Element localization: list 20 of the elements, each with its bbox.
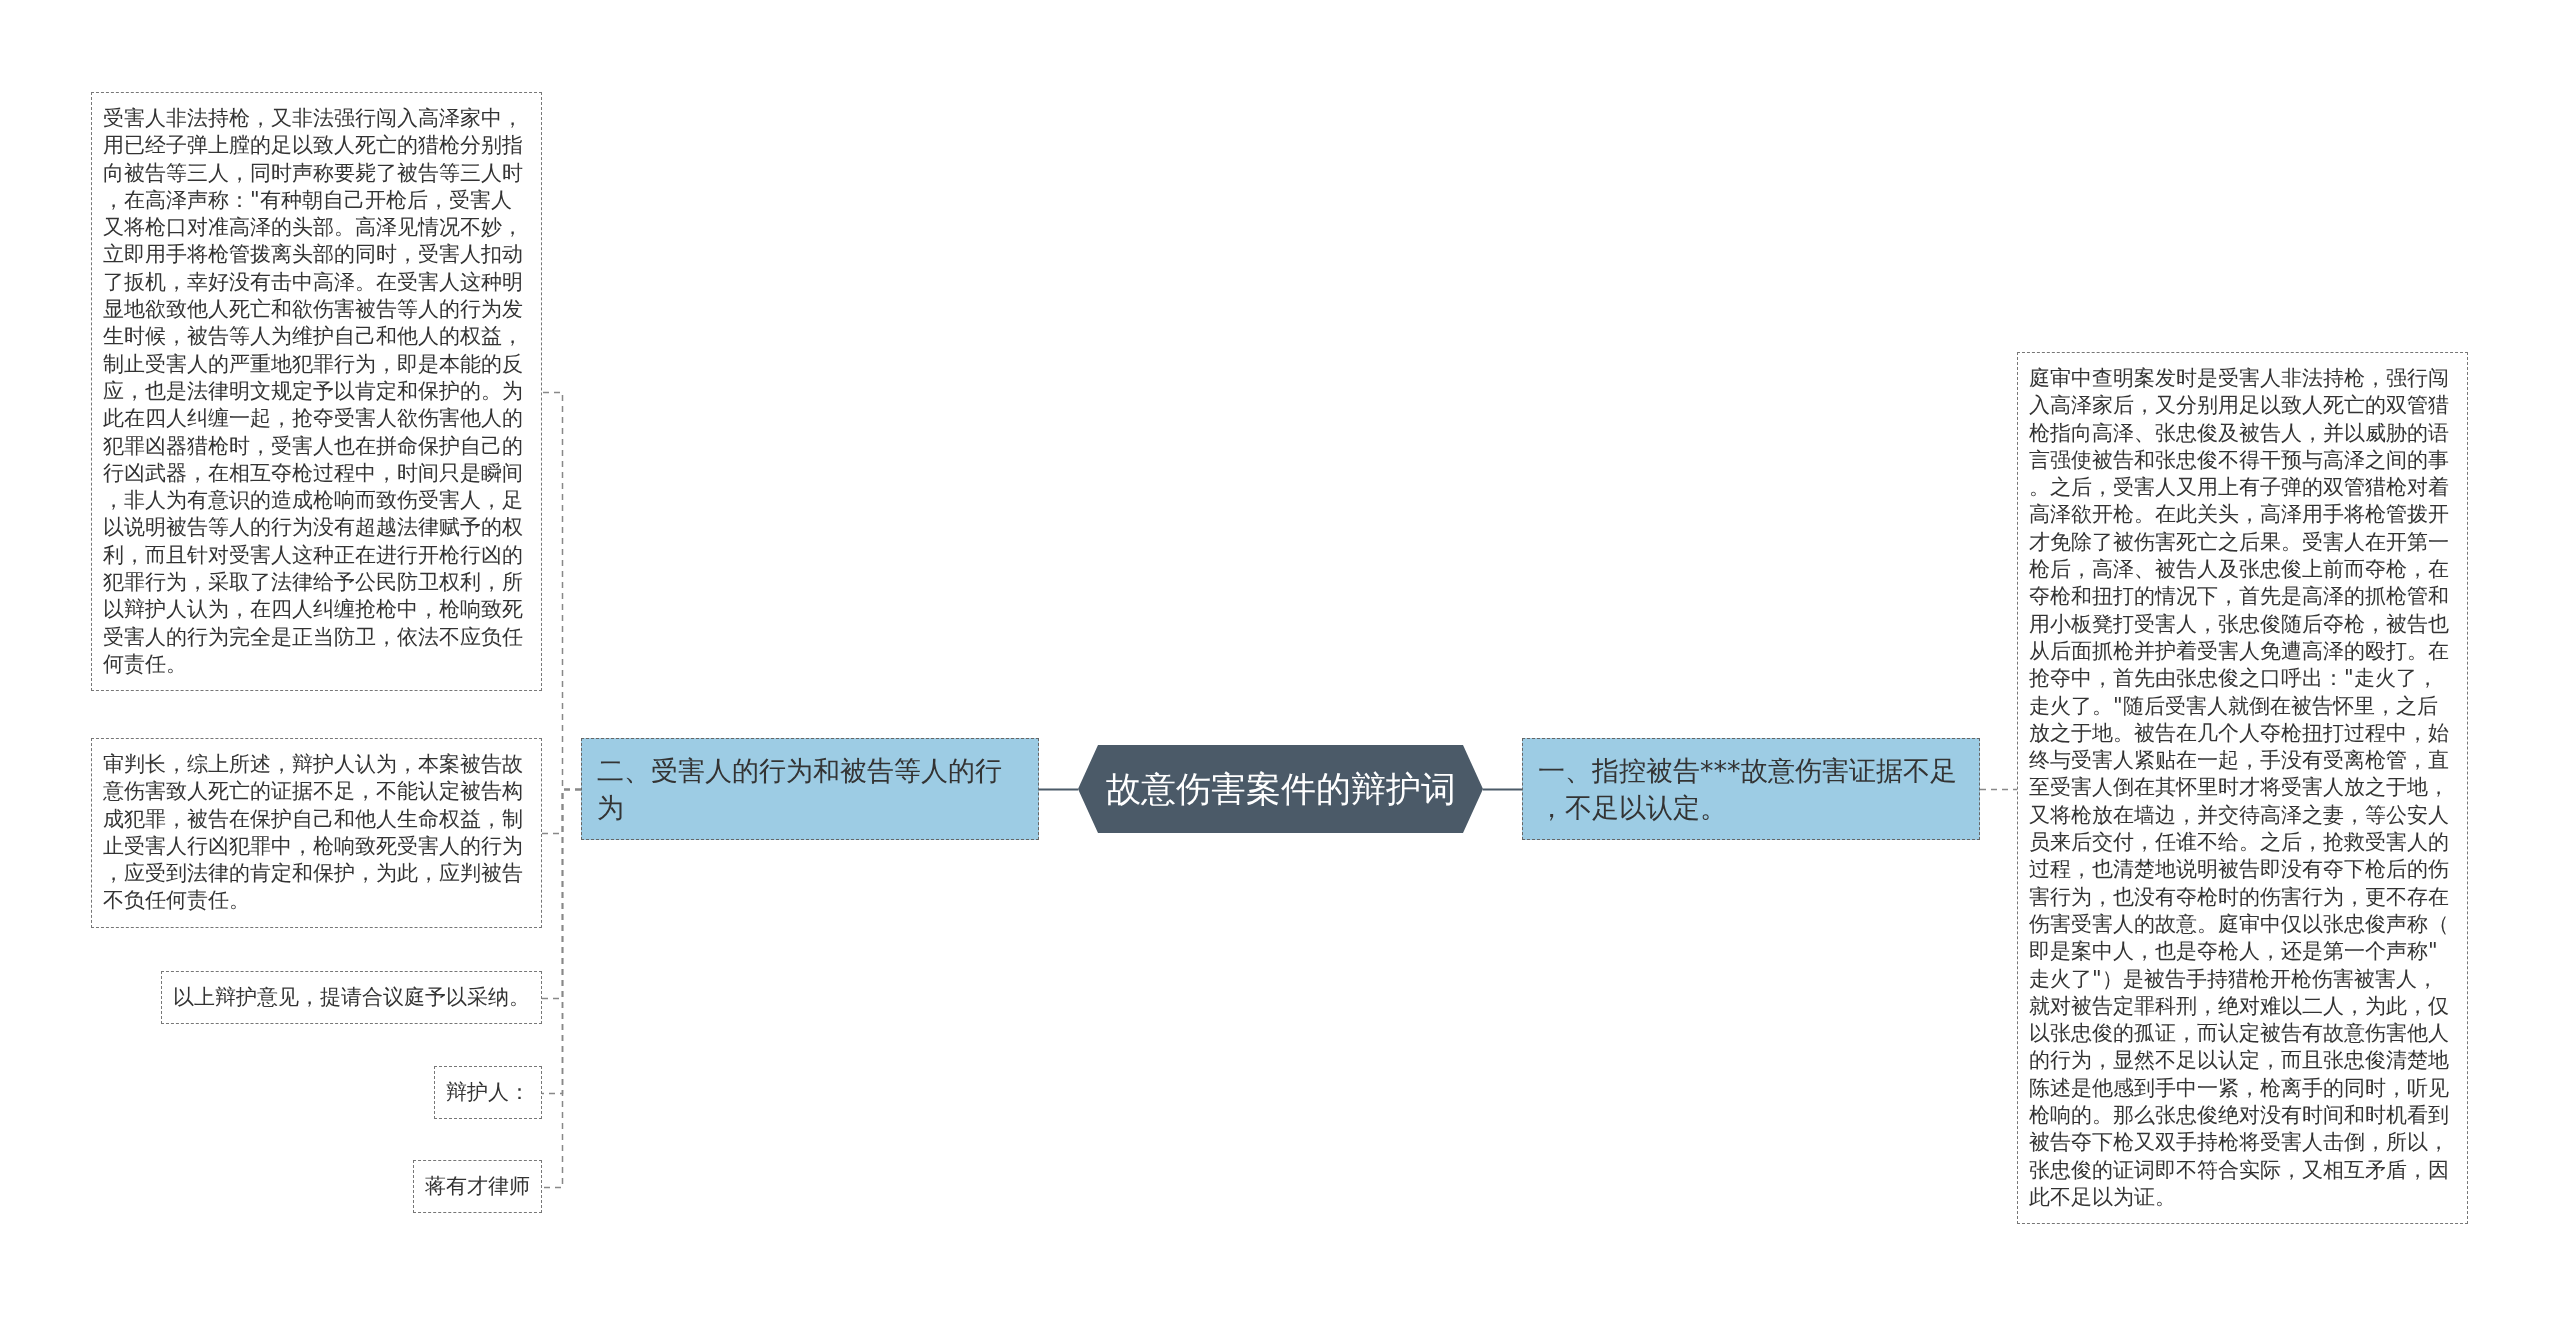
- connector-line: [541, 788, 582, 1189]
- topic-text: 一、指控被告***故意伤害证据不足，不足以认定。: [1538, 754, 1958, 825]
- connector-line: [1038, 788, 1079, 791]
- note-text: 受害人非法持枪，又非法强行闯入高泽家中，用已经子弹上膛的足以致人死亡的猎枪分别指向被告等三人，同时声称要毙了被告等三人时，在高泽声称："有种朝自己开枪后，受害人又将枪口对准高泽的头部。高泽见情况不妙，立即用手将枪管拨离头部的同时，受害人扣动了扳机，幸好没有击中高泽。在受害人这种明显地欲致他人死亡和欲伤害被告等人的行为发生时候，被告等人为维护自己和他人的权益，制止受害人的严重地犯罪行为，即是本能的反应，也是法律明文规定予以肯定和保护的。为此在四人纠缠一起，抢夺受害人欲伤害他人的犯罪凶器猎枪时，受害人也在拼命保护自己的行凶武器，在相互夺枪过程中，时间只是瞬间，非人为有意识的造成枪响而致伤受害人，足以说明被告等人的行为没有超越法律赋予的权利，而且针对受害人这种正在进行开枪行凶的犯罪行为，采取了法律给予公民防卫权利，所以辩护人认为，在四人纠缠抢枪中，枪响致死受害人的行为完全是正当防卫，依法不应负任何责任。: [103, 105, 524, 678]
- central-topic-text: 故意伤害案件的辩护词: [1105, 768, 1456, 811]
- note-box: [434, 1066, 542, 1120]
- note-box: [413, 1160, 542, 1214]
- note-text: 蒋有才律师: [425, 1173, 530, 1200]
- central-topic-hexagon: [1078, 745, 1483, 833]
- connector-line: [1979, 788, 2018, 791]
- topic-box: [1522, 738, 1980, 840]
- note-text: 庭审中查明案发时是受害人非法持枪，强行闯入高泽家后，又分别用足以致人死亡的双管猎枪指向高泽、张忠俊及被告人，并以威胁的语言强使被告和张忠俊不得干预与高泽之间的事。之后，受害人又用上有子弹的双管猎枪对着高泽欲开枪。在此关头，高泽用手将枪管拨开才免除了被伤害死亡之后果。受害人在开第一枪后，高泽、被告人及张忠俊上前而夺枪，在夺枪和扭打的情况下，首先是高泽的抓枪管和用小板凳打受害人，张忠俊随后夺枪，被告也从后面抓枪并护着受害人免遭高泽的殴打。在抢夺中，首先由张忠俊之口呼出："走火了，走火了。"随后受害人就倒在被告怀里，之后放之于地。被告在几个人夺枪扭打过程中，始终与受害人紧贴在一起，手没有受离枪管，直至受害人倒在其怀里时才将受害人放之于地，又将枪放在墙边，并交待高泽之妻，等公安人员来后交付，任谁不给。之后，抢救受害人的过程，也清楚地说明被告即没有夺下枪后的伤害行为，也没有夺枪时的伤害行为，更不存在伤害受害人的故意。庭审中仅以张忠俊声称（即是案中人，也是夺枪人，还是第一个声称"走火了"）是被告手持猎枪开枪伤害被害人，就对被告定罪科刑，绝对难以二人，为此，仅以张忠俊的孤证，而认定被告有故意伤害他人的行为，显然不足以认定，而且张忠俊清楚地陈述是他感到手中一紧，枪离手的同时，听见枪响的。那么张忠俊绝对没有时间和时机看到被告夺下枪又双手持枪将受害人击倒，所以，张忠俊的证词即不符合实际，又相互矛盾，因此不足以为证。: [2029, 365, 2450, 1211]
- topic-text: 二、受害人的行为和被告等人的行为: [597, 754, 1003, 825]
- topic-box: [581, 738, 1039, 840]
- note-text: 以上辩护意见，提请合议庭予以采纳。: [173, 984, 530, 1011]
- note-box: [91, 738, 542, 928]
- connector-line: [1482, 788, 1523, 791]
- note-text: 辩护人：: [446, 1079, 530, 1106]
- note-text: 审判长，综上所述，辩护人认为，本案被告故意伤害致人死亡的证据不足，不能认定被告构成犯罪，被告在保护自己和他人生命权益，制止受害人行凶犯罪中，枪响致死受害人的行为，应受到法律的肯定和保护，为此，应判被告不负任何责任。: [103, 751, 524, 915]
- note-box: [161, 971, 542, 1025]
